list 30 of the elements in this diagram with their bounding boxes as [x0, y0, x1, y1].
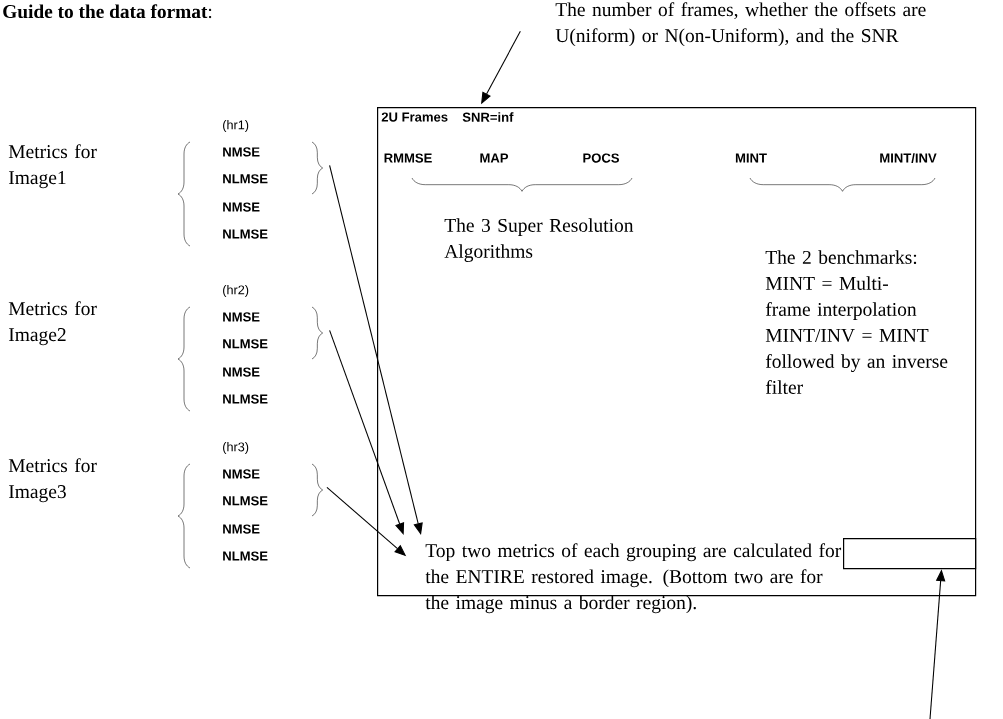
column-header: MINT/INV — [880, 153, 937, 163]
table-header: 2U Frames — [381, 112, 448, 122]
metric-pair: NMSE NLMSE — [223, 312, 268, 349]
metric-pair: NMSE NLMSE — [223, 147, 268, 184]
column-header: MINT — [735, 153, 767, 163]
table-header: SNR=inf — [462, 112, 514, 122]
column-header: MAP — [480, 153, 509, 163]
column-header: POCS — [583, 153, 619, 163]
column-header: RMMSE — [384, 153, 432, 163]
annotation-text: Top two metrics of each grouping are calculated for the ENTIRE restored image. (Bottom two are for the image minus a border region). — [425, 543, 842, 614]
metric-name: NLMSE — [223, 551, 268, 561]
arrow — [329, 164, 423, 535]
metric-name: NMSE — [223, 367, 260, 377]
annotation-text: The number of frames, whether the offsets are U(niform) or N(on-Uniform), and the SNR — [555, 2, 926, 47]
arrow — [329, 329, 405, 535]
metric-name: NLMSE — [223, 394, 268, 404]
image-tag: (hr2) — [223, 285, 249, 297]
metric-name: NMSE — [223, 524, 260, 534]
group-label: Metrics for Image2 — [8, 301, 97, 346]
metric-name: NMSE — [223, 202, 260, 212]
image-tag: (hr3) — [223, 442, 249, 454]
metric-pair: NMSE NLMSE — [223, 469, 268, 506]
group-label: Metrics for Image3 — [8, 458, 97, 503]
empty-box — [843, 538, 977, 570]
title: Guide to the data format: — [3, 4, 212, 19]
image-tag: (hr1) — [223, 120, 249, 132]
annotation-text: The 3 Super Resolution Algorithms — [444, 218, 634, 262]
metric-name: NLMSE — [223, 229, 268, 239]
annotation-text: The 2 benchmarks: MINT = Multi-frame interpolation MINT/INV = MINT followed by an inverse filter — [765, 250, 948, 394]
group-label: Metrics for Image1 — [8, 144, 97, 189]
